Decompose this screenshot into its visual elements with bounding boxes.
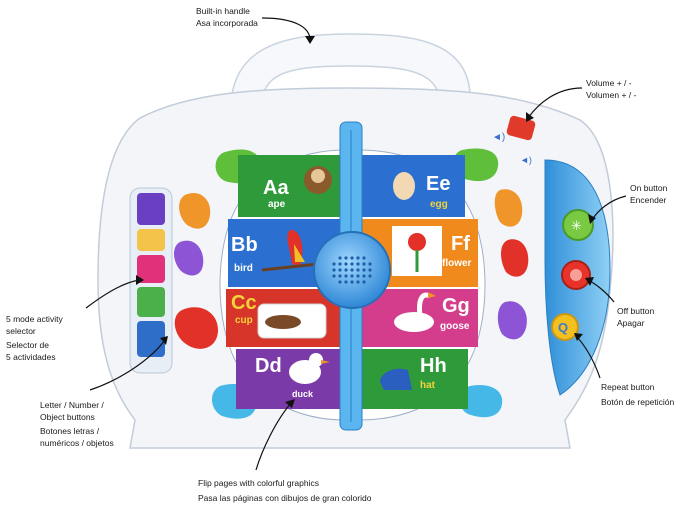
egg-icon [393,172,415,200]
callout-volume: Volume + / - Volumen + / - [586,78,636,101]
callout-letter-es1: Botones letras / [40,426,100,436]
callout-flip-es: Pasa las páginas con dibujos de gran col… [198,492,372,503]
mode-button-2[interactable] [137,229,165,251]
page-letters: Cc [231,292,257,314]
callout-off: Off button Apagar [617,306,654,329]
page-word: flower [442,258,472,269]
tile-hat [360,349,468,409]
callout-flip-en: Flip pages with colorful graphics [198,478,319,488]
page-letters: Ff [451,233,470,255]
right-button-red[interactable] [501,239,529,277]
page-letters: Dd [255,355,282,377]
mode-button-1[interactable] [137,193,165,225]
volume-down-icon: ◄) [520,155,532,165]
page-letters: Ee [426,173,450,195]
callout-on-es: Encender [630,194,667,205]
callout-handle-en: Built-in handle [196,6,250,16]
page-letters: Gg [442,295,470,317]
callout-mode: 5 mode activity selector Selector de 5 a… [6,314,63,363]
callout-letter: Letter / Number / Object buttons Botones… [40,400,114,449]
page-word: goose [440,321,470,332]
left-button-purple[interactable] [174,240,204,276]
page-word: hat [420,380,436,391]
right-button-blue[interactable] [459,384,503,418]
page-word: bird [234,263,253,274]
callout-repeat: Repeat button Botón de repetición [601,382,674,408]
callout-arrowheads [136,36,596,408]
page-word: duck [292,389,314,399]
left-button-orange[interactable] [179,192,211,229]
callout-letter-en1: Letter / Number / [40,400,104,410]
callout-letter-es2: numéricos / objetos [40,437,114,448]
callout-mode-en2: selector [6,325,36,336]
tile-duck [236,349,343,409]
speaker-holes [332,256,372,284]
callout-on-en: On button [630,183,668,193]
callout-off-es: Apagar [617,317,645,328]
left-button-red[interactable] [174,307,218,349]
repeat-button[interactable] [551,313,579,341]
page-word: ape [268,199,286,210]
mode-button-4[interactable] [137,287,165,317]
mode-button-3[interactable] [137,255,165,283]
page-word: cup [235,315,253,326]
callout-repeat-es: Botón de repetición [601,396,675,407]
callout-on: On button Encender [630,183,667,206]
callout-handle: Built-in handle Asa incorporada [196,6,258,29]
page-word: egg [430,199,448,210]
sun-icon: ✳ [571,219,582,234]
repeat-icon: Q [558,320,568,335]
page-letters: Hh [420,355,447,377]
on-button[interactable] [562,209,594,241]
goose-icon [394,312,434,332]
volume-control[interactable] [506,115,536,141]
book-left-page[interactable]: Aa ape Bb bird Cc cup Dd duck [219,149,346,421]
callout-volume-en: Volume + / - [586,78,632,88]
callout-mode-en1: 5 mode activity [6,314,63,324]
page-letters: Bb [231,234,258,256]
callout-volume-es: Volumen + / - [586,89,637,100]
right-button-purple[interactable] [497,301,527,340]
off-icon [570,269,582,281]
hat-icon [380,368,412,390]
book-right-page[interactable]: Ee egg Ff flower Gg goose Hh hat [357,149,486,421]
handle[interactable] [231,33,471,101]
volume-up-icon: ◄) [492,132,505,143]
callout-mode-es1: Selector de [6,340,49,350]
callout-repeat-en: Repeat button [601,382,655,392]
callout-letter-en2: Object buttons [40,411,95,422]
callout-flip: Flip pages with colorful graphics Pasa l… [198,478,371,504]
mode-button-5[interactable] [137,321,165,357]
callout-handle-es: Asa incorporada [196,17,258,28]
callout-off-en: Off button [617,306,655,316]
right-button-orange[interactable] [494,189,523,227]
callout-mode-es2: 5 actividades [6,351,56,362]
page-letters: Aa [263,177,289,199]
